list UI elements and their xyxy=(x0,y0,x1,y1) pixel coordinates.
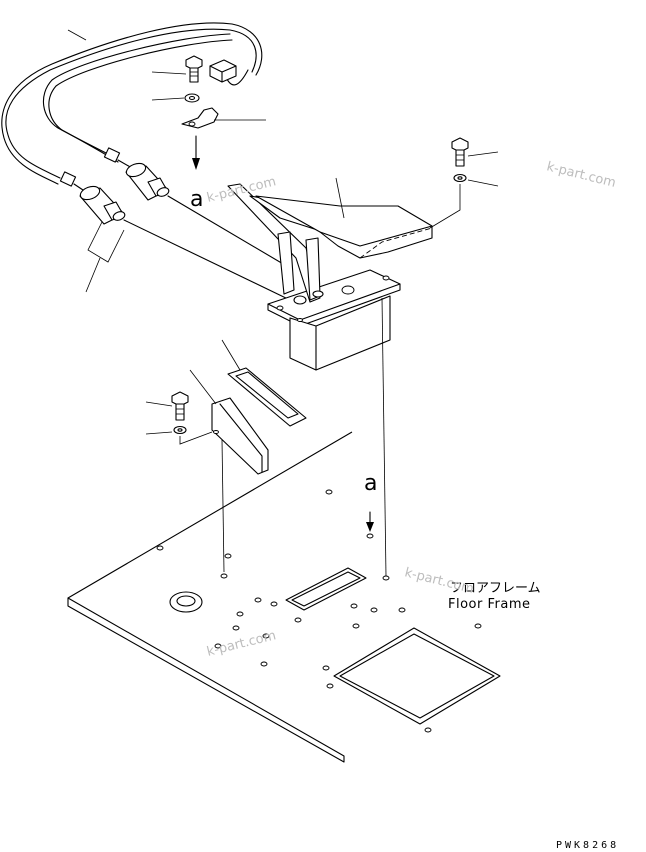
guide-line-left xyxy=(221,439,225,573)
washer-top xyxy=(151,93,200,103)
cover-bracket xyxy=(189,369,269,475)
watermark: k-part.com xyxy=(545,159,617,191)
watermark: k-part.com xyxy=(205,628,277,660)
wire-harness xyxy=(1,22,263,193)
switch-leader xyxy=(85,221,125,293)
floor-frame-label-en: Floor Frame xyxy=(448,597,530,612)
clamp xyxy=(181,107,266,170)
rubber-pad xyxy=(221,339,307,427)
floor-holes xyxy=(156,489,482,733)
washer-right xyxy=(429,173,499,229)
connector-plug-top xyxy=(209,59,237,83)
connector-upper xyxy=(103,147,121,163)
bolt-right xyxy=(451,137,499,167)
bolt-lower xyxy=(145,391,189,421)
floor-frame-label-jp: フロアフレーム xyxy=(450,581,541,596)
view-label-top: a xyxy=(190,187,203,212)
view-label-bottom: a xyxy=(364,471,377,496)
connector-lower xyxy=(59,171,77,187)
switch-left xyxy=(79,185,291,301)
watermark: k-part.com xyxy=(403,565,475,597)
washer-lower xyxy=(145,425,213,445)
view-arrow-head xyxy=(366,522,374,532)
bolt-top xyxy=(151,55,203,83)
guide-line-right xyxy=(381,297,387,577)
floor-frame xyxy=(67,431,501,763)
drawing-code: PWK8268 xyxy=(556,840,619,851)
pedal-bracket-assembly xyxy=(227,177,433,371)
switch-right xyxy=(125,162,291,269)
